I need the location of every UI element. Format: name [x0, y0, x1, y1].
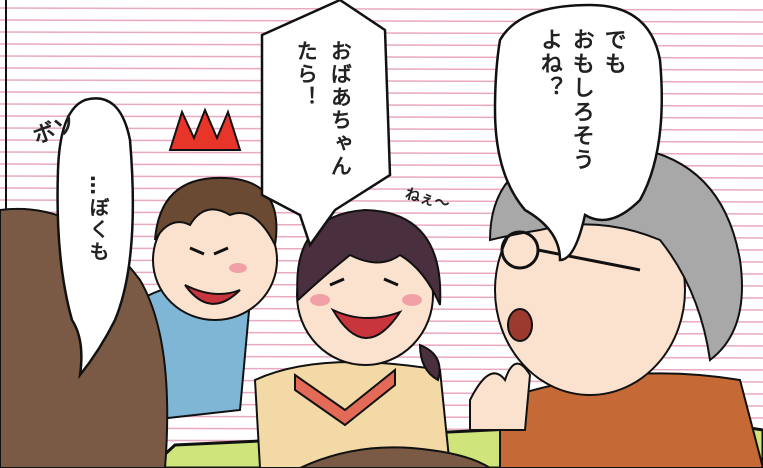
girl-blush-left — [310, 294, 330, 306]
grandma-line-3: よね？ — [536, 28, 562, 100]
boy-mouth — [184, 284, 241, 305]
boy-line-1: …ぼくも — [86, 175, 110, 263]
grandma-hand — [469, 362, 532, 431]
boy-blush — [229, 263, 247, 273]
foreground-character-head — [299, 446, 492, 468]
girl-line-1: おばあちゃん — [328, 40, 353, 178]
grandma-line-2: おもしろそう — [568, 28, 594, 172]
grandma-line-1: でも — [600, 28, 626, 76]
speech-bubble-girl — [260, 0, 392, 248]
girl-eyes — [329, 277, 399, 287]
girl-collar — [294, 367, 396, 427]
stripe-line — [0, 7, 763, 11]
girl-mouth — [330, 307, 403, 339]
anger-mark-icon — [168, 107, 242, 151]
speech-bubble-boy — [56, 97, 135, 380]
boy-eyes — [189, 246, 229, 256]
grandma-glasses-arm — [537, 248, 641, 272]
girl-blush-right — [402, 294, 422, 306]
speech-bubble-grandma — [493, 3, 664, 262]
grandma-mouth — [507, 308, 533, 342]
boy-character — [138, 176, 278, 422]
boy-hair — [154, 176, 278, 249]
grandma-scarf — [499, 372, 763, 468]
girl-character — [253, 208, 452, 468]
girl-line-2: たら！ — [294, 40, 319, 109]
girl-ponytail — [418, 343, 441, 382]
